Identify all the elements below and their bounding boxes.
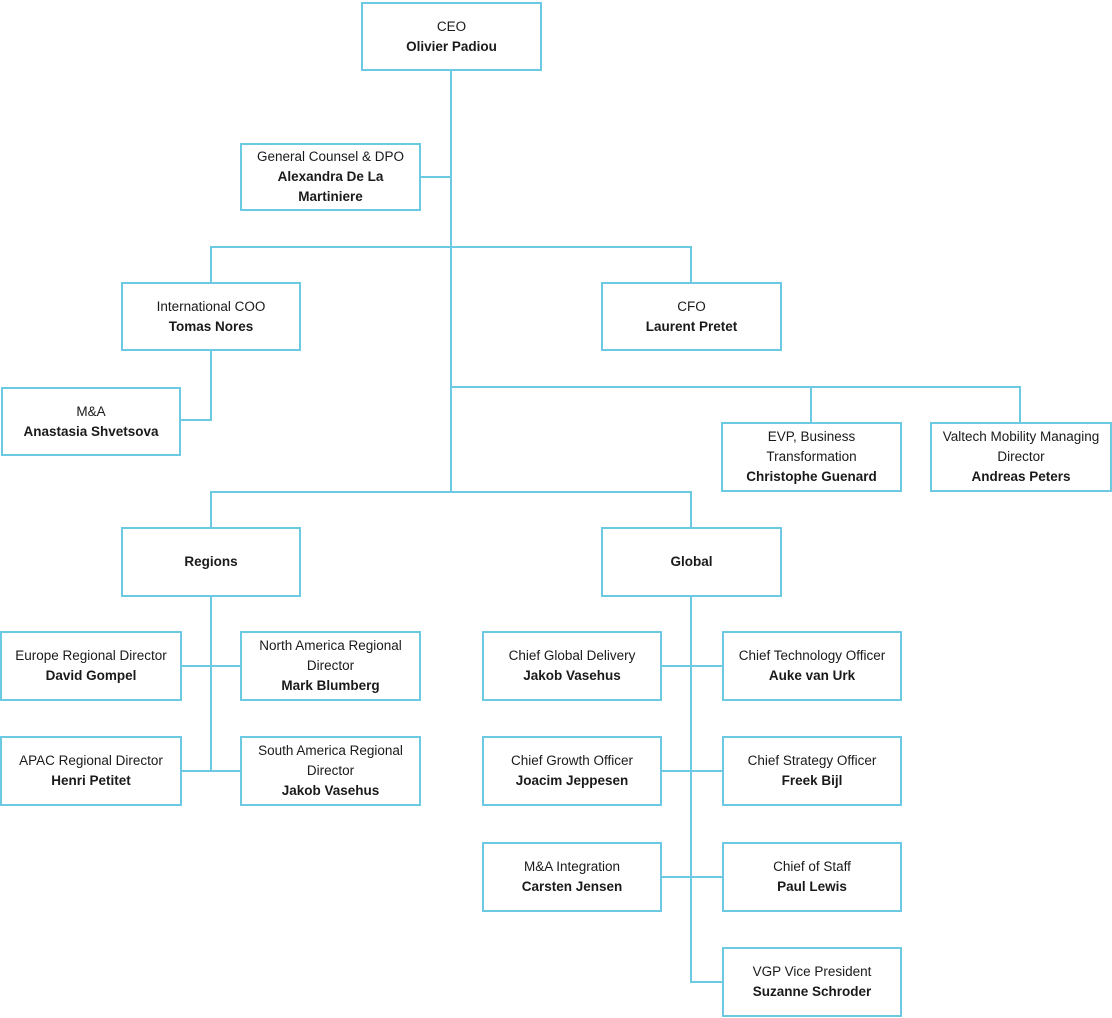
group-title: Global: [670, 554, 713, 569]
connector-row3-horizontal: [210, 491, 692, 493]
person-name: Christophe Guenard: [746, 469, 877, 484]
connector-regions-trunk: [210, 597, 212, 772]
connector-ceo-trunk: [450, 71, 452, 492]
connector-global-row3: [662, 876, 722, 878]
connector-regions-row2: [182, 770, 240, 772]
org-node-ma-integration: M&A Integration Carsten Jensen: [482, 842, 662, 912]
org-node-valtech-mobility-md: Valtech Mobility Managing Director Andre…: [930, 422, 1112, 492]
org-node-general-counsel: General Counsel & DPO Alexandra De La Ma…: [240, 143, 421, 211]
person-name: Mark Blumberg: [281, 678, 380, 693]
role-title: North America Regional Director: [259, 638, 402, 673]
role-title: Chief Growth Officer: [510, 753, 634, 768]
connector-coo-to-ma-vertical: [210, 351, 212, 421]
person-name: David Gompel: [45, 668, 137, 683]
role-title: CEO: [436, 18, 467, 34]
connector-row2-horizontal: [450, 386, 1021, 388]
connector-global-row4: [690, 981, 722, 983]
org-node-ma: M&A Anastasia Shvetsova: [1, 387, 181, 456]
role-title: APAC Regional Director: [19, 753, 163, 768]
group-title: Regions: [184, 554, 238, 569]
person-name: Freek Bijl: [781, 773, 843, 788]
connector-regions-row1: [182, 665, 240, 667]
org-node-cfo: CFO Laurent Pretet: [601, 282, 782, 351]
role-title: General Counsel & DPO: [256, 149, 405, 164]
org-node-chief-global-delivery: Chief Global Delivery Jakob Vasehus: [482, 631, 662, 701]
role-title: Chief of Staff: [773, 859, 851, 874]
person-name: Auke van Urk: [768, 668, 856, 683]
connector-row1-to-coo: [210, 246, 212, 284]
org-node-chief-strategy-officer: Chief Strategy Officer Freek Bijl: [722, 736, 902, 806]
role-title: CFO: [677, 298, 706, 314]
role-title: Chief Technology Officer: [738, 648, 886, 663]
connector-row3-to-regions: [210, 491, 212, 529]
org-node-cto: Chief Technology Officer Auke van Urk: [722, 631, 902, 701]
role-title: International COO: [156, 298, 266, 314]
person-name: Olivier Padiou: [406, 38, 497, 54]
person-name: Henri Petitet: [51, 773, 131, 788]
org-node-ceo: CEO Olivier Padiou: [361, 2, 542, 71]
person-name: Joacim Jeppesen: [515, 773, 629, 788]
role-title: Chief Strategy Officer: [747, 753, 877, 768]
connector-general-counsel: [421, 176, 452, 178]
role-title: Europe Regional Director: [15, 648, 167, 663]
org-node-chief-growth-officer: Chief Growth Officer Joacim Jeppesen: [482, 736, 662, 806]
role-title: South America Regional Director: [258, 743, 403, 778]
person-name: Carsten Jensen: [521, 879, 623, 894]
org-node-chief-of-staff: Chief of Staff Paul Lewis: [722, 842, 902, 912]
connector-row3-to-global: [690, 491, 692, 529]
person-name: Anastasia Shvetsova: [23, 423, 159, 439]
org-node-international-coo: International COO Tomas Nores: [121, 282, 301, 351]
role-title: Chief Global Delivery: [508, 648, 636, 663]
role-title: M&A: [76, 403, 106, 419]
person-name: Jakob Vasehus: [523, 668, 621, 683]
org-node-regions: Regions: [121, 527, 301, 597]
connector-row1-horizontal: [210, 246, 692, 248]
connector-coo-to-ma-horizontal: [181, 419, 212, 421]
org-node-vgp-vice-president: VGP Vice President Suzanne Schroder: [722, 947, 902, 1017]
connector-row2-to-evp: [810, 386, 812, 424]
org-node-evp-business-transformation: EVP, Business Transformation Christophe …: [721, 422, 902, 492]
role-title: M&A Integration: [523, 859, 621, 874]
role-title: Valtech Mobility Managing Director: [942, 429, 1100, 464]
person-name: Paul Lewis: [777, 879, 847, 894]
org-node-europe-rd: Europe Regional Director David Gompel: [0, 631, 182, 701]
person-name: Suzanne Schroder: [752, 984, 872, 999]
person-name: Andreas Peters: [971, 469, 1071, 484]
connector-global-trunk: [690, 597, 692, 983]
connector-row2-to-valtech: [1019, 386, 1021, 424]
person-name: Tomas Nores: [168, 318, 254, 334]
org-node-south-america-rd: South America Regional Director Jakob Va…: [240, 736, 421, 806]
org-node-global: Global: [601, 527, 782, 597]
person-name: Alexandra De La Martiniere: [277, 169, 384, 204]
org-node-north-america-rd: North America Regional Director Mark Blu…: [240, 631, 421, 701]
org-node-apac-rd: APAC Regional Director Henri Petitet: [0, 736, 182, 806]
role-title: EVP, Business Transformation: [766, 429, 857, 464]
person-name: Jakob Vasehus: [281, 783, 380, 798]
connector-row1-to-cfo: [690, 246, 692, 284]
connector-global-row2: [662, 770, 722, 772]
role-title: VGP Vice President: [752, 964, 872, 979]
person-name: Laurent Pretet: [645, 318, 738, 334]
connector-global-row1: [662, 665, 722, 667]
